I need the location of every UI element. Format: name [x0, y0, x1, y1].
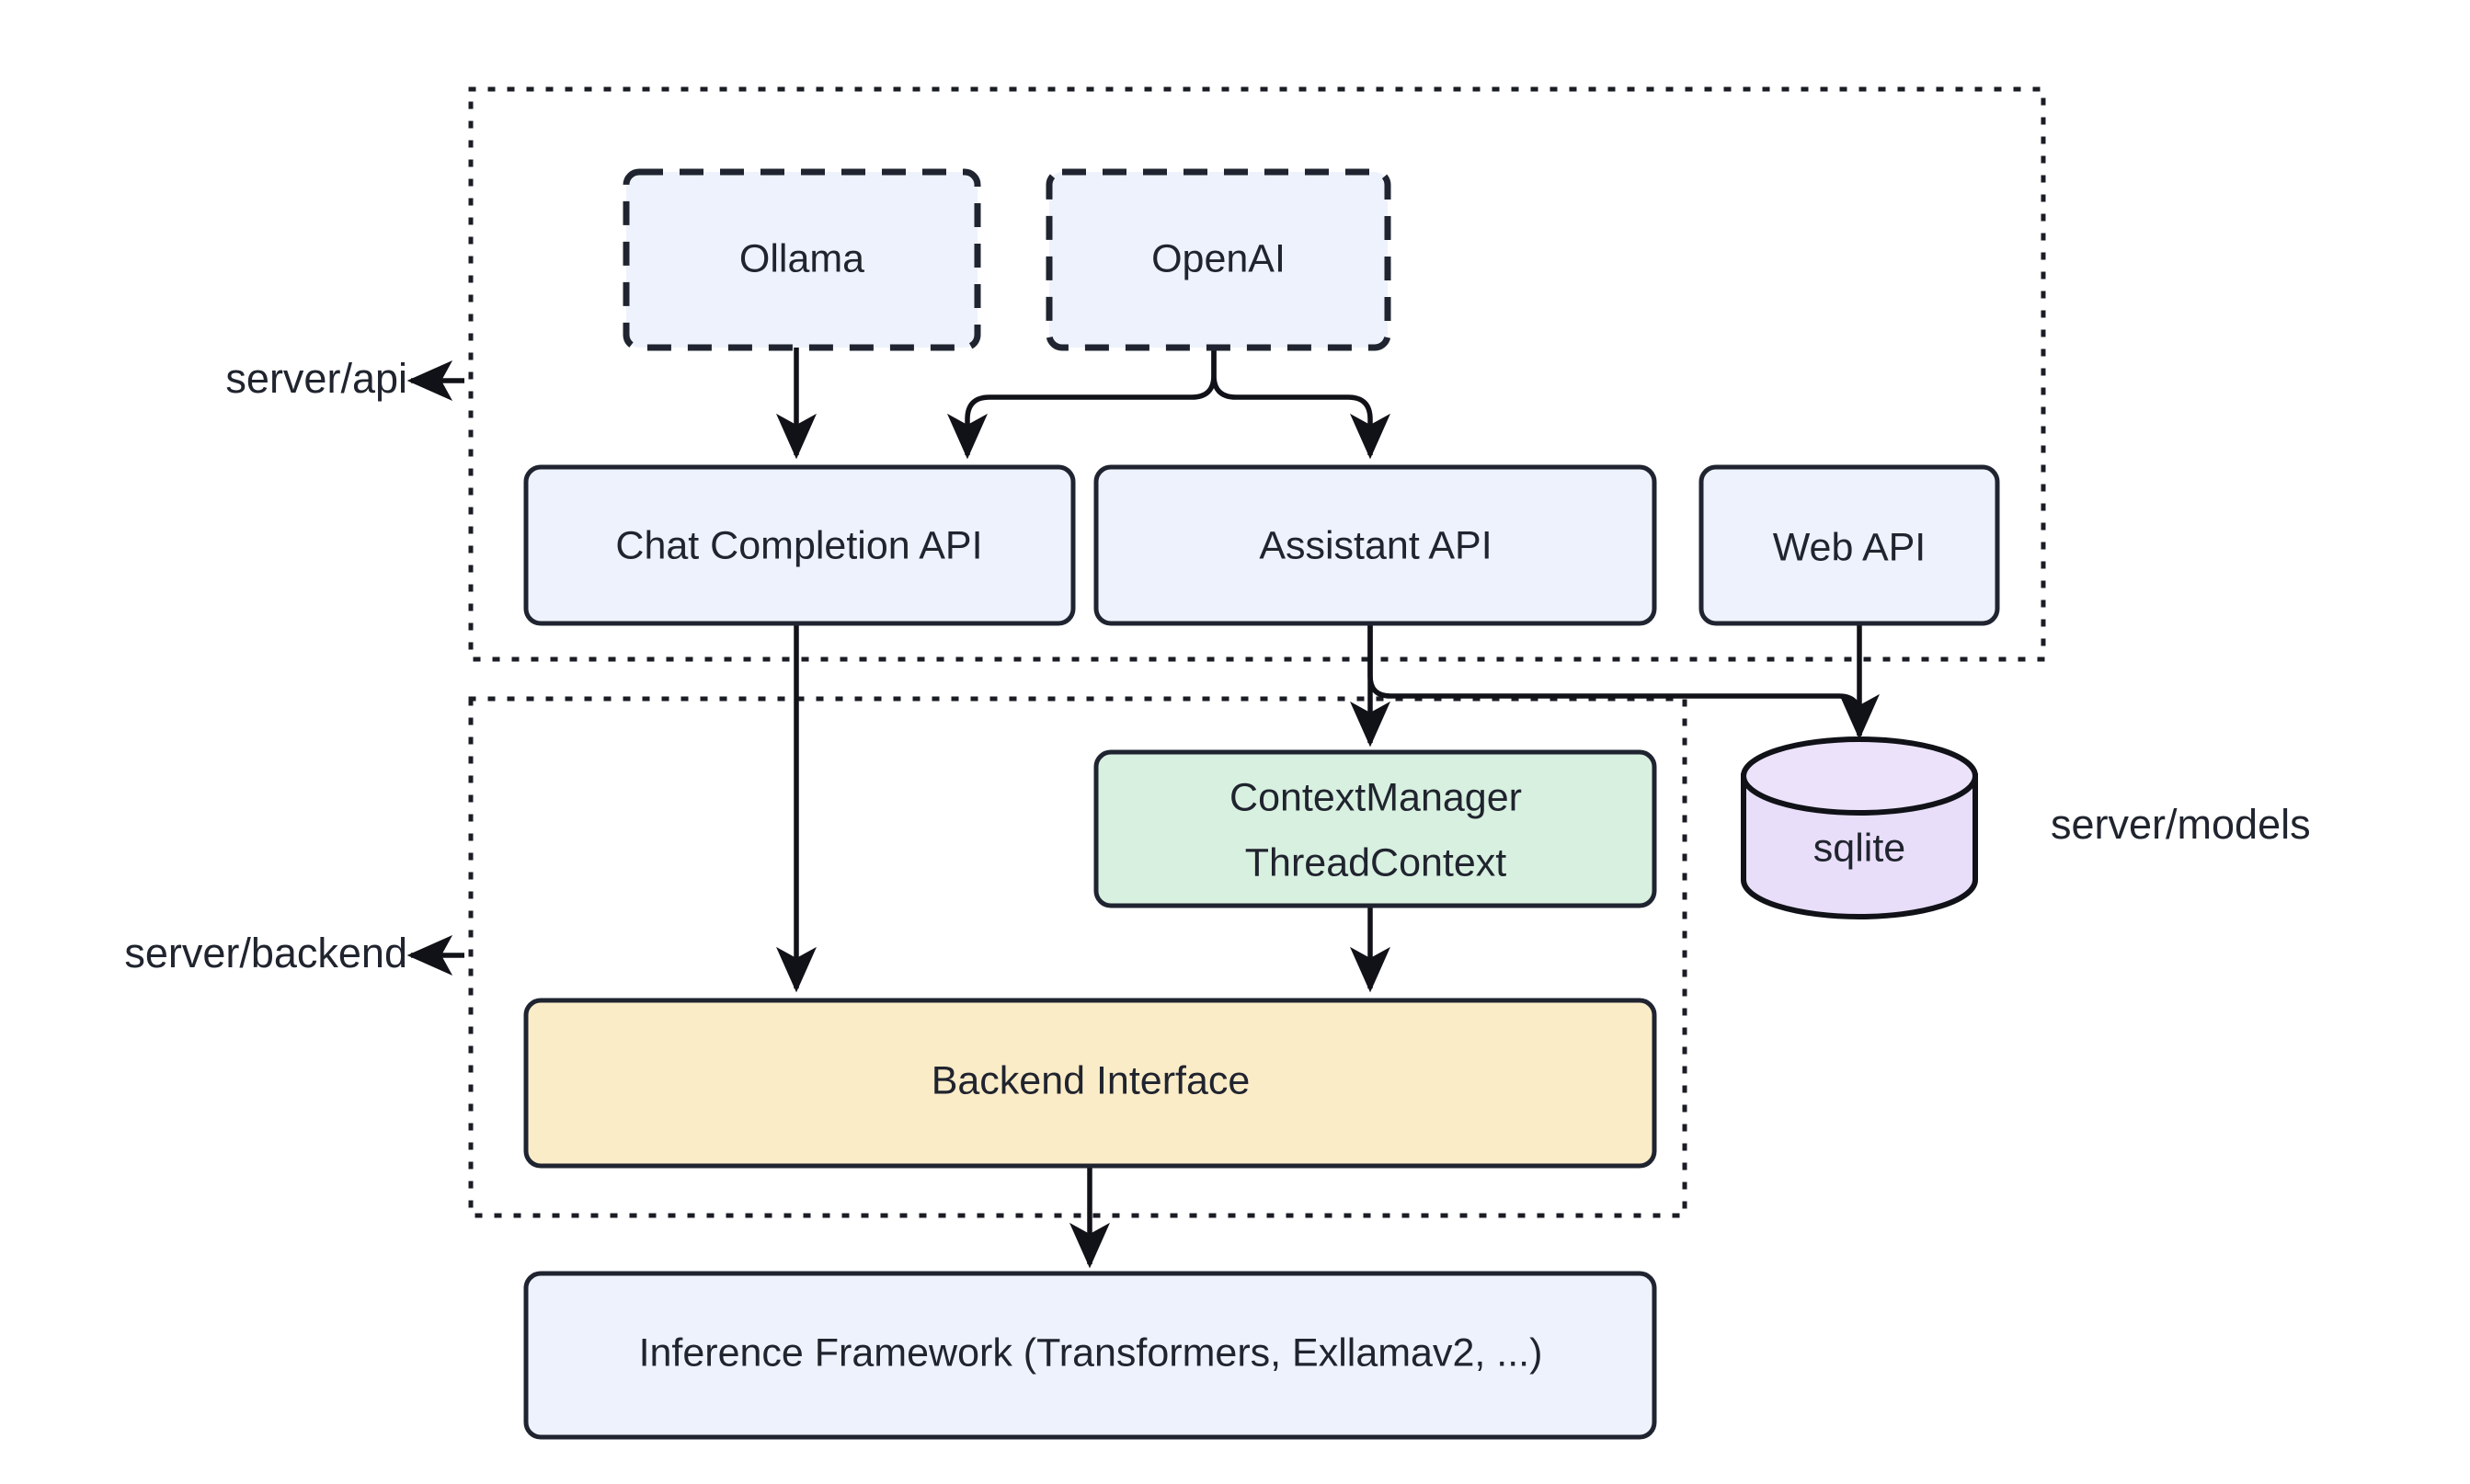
- node-openai-label: OpenAI: [1151, 236, 1286, 280]
- node-chat-completion-api-shape[interactable]: [523, 464, 1076, 626]
- node-context-manager-label-line1: ContextManager: [1229, 775, 1522, 819]
- node-web-api[interactable]: Web API: [1698, 464, 2000, 626]
- cluster-server-api: server/api: [225, 86, 2046, 662]
- node-openai-shape[interactable]: [1046, 168, 1391, 351]
- cluster-server-api-border: [468, 86, 2046, 662]
- node-inference-framework-shape[interactable]: [523, 1271, 1657, 1440]
- cluster-server-backend-border: [468, 696, 1687, 1218]
- node-backend-interface[interactable]: Backend Interface: [523, 998, 1657, 1169]
- node-openai[interactable]: OpenAI: [1046, 168, 1391, 351]
- node-context-manager[interactable]: ContextManager ThreadContext: [1093, 749, 1657, 908]
- node-inference-framework[interactable]: Inference Framework (Transformers, Exlla…: [523, 1271, 1657, 1440]
- cluster-server-backend-label: server/backend: [124, 930, 407, 976]
- node-backend-interface-label: Backend Interface: [932, 1058, 1251, 1102]
- cluster-server-backend: server/backend: [124, 696, 1687, 1218]
- edge-assistant-api-to-sqlite: [1367, 623, 1862, 736]
- node-backend-interface-shape[interactable]: [523, 998, 1657, 1169]
- edge-openai-to-assistant-api: [1211, 348, 1390, 460]
- node-context-manager-label-line2: ThreadContext: [1245, 840, 1506, 885]
- node-assistant-api-shape[interactable]: [1093, 464, 1657, 626]
- node-assistant-api[interactable]: Assistant API: [1093, 464, 1657, 626]
- node-sqlite-cylinder-body[interactable]: [1741, 773, 1978, 919]
- node-assistant-api-label: Assistant API: [1259, 523, 1492, 567]
- node-chat-completion-api[interactable]: Chat Completion API: [523, 464, 1076, 626]
- label-server-models: server/models: [2051, 801, 2311, 848]
- cluster-server-api-label: server/api: [225, 355, 407, 402]
- node-web-api-shape[interactable]: [1698, 464, 2000, 626]
- node-chat-completion-api-label: Chat Completion API: [615, 523, 982, 567]
- node-inference-framework-label: Inference Framework (Transformers, Exlla…: [639, 1330, 1543, 1375]
- edge-openai-to-chat-completion-api: [947, 348, 1217, 460]
- node-sqlite-label: sqlite: [1813, 826, 1905, 870]
- node-sqlite-cylinder-top: [1741, 736, 1978, 816]
- node-web-api-label: Web API: [1773, 525, 1927, 569]
- node-ollama[interactable]: Ollama: [623, 168, 981, 351]
- node-context-manager-shape[interactable]: [1093, 749, 1657, 908]
- node-ollama-shape[interactable]: [623, 168, 981, 351]
- node-sqlite[interactable]: sqlite: [1741, 736, 1978, 919]
- node-ollama-label: Ollama: [739, 236, 864, 280]
